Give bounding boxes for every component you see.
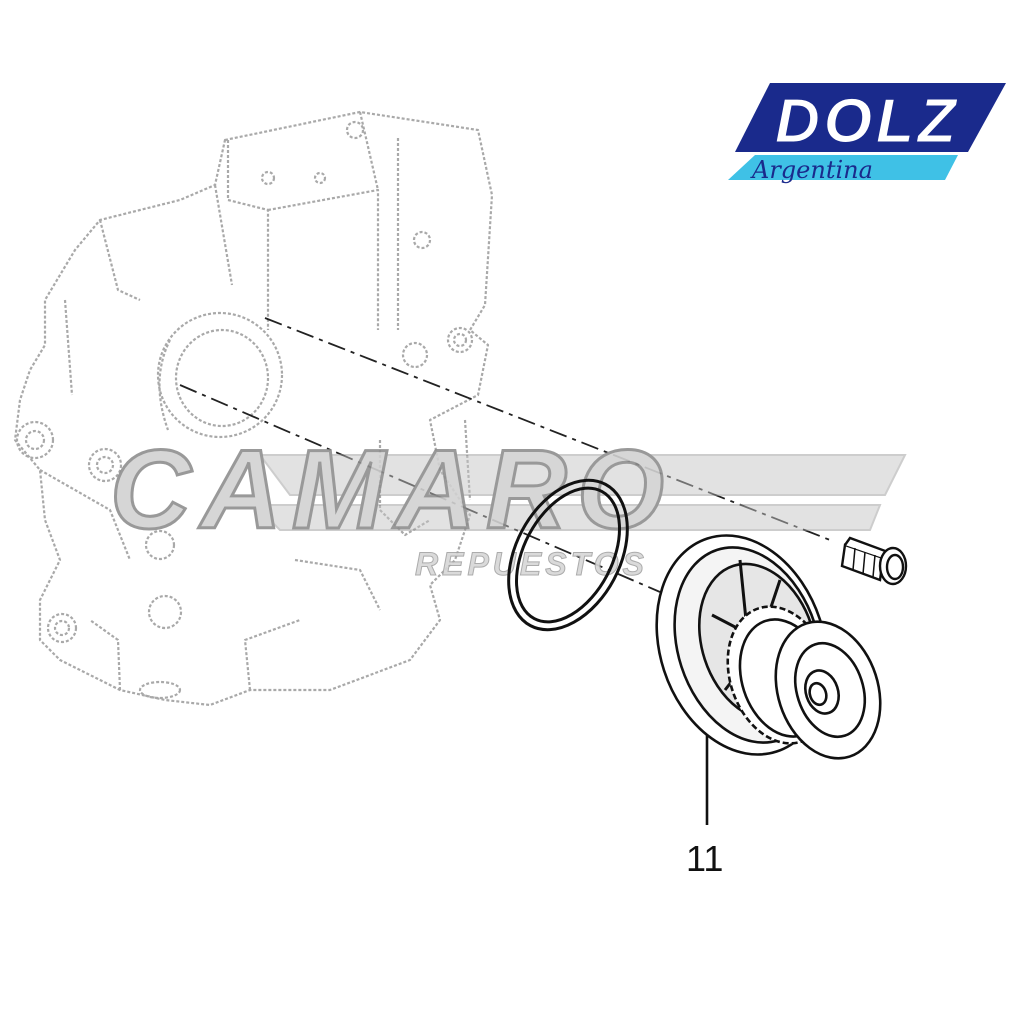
engine-block-housing xyxy=(13,110,494,707)
o-ring-gasket xyxy=(507,478,629,632)
assembly-guide-lines xyxy=(179,317,831,593)
dolz-logo: DOLZ Argentina xyxy=(728,83,1006,184)
callout-label-11: 11 xyxy=(686,838,724,879)
camaro-watermark: CAMARO REPUESTOS xyxy=(109,426,907,583)
water-pump xyxy=(655,534,882,760)
watermark-brand: CAMARO xyxy=(110,427,674,552)
logo-sub: Argentina xyxy=(750,156,873,184)
logo-brand: DOLZ xyxy=(775,87,960,156)
bolt xyxy=(840,536,908,586)
